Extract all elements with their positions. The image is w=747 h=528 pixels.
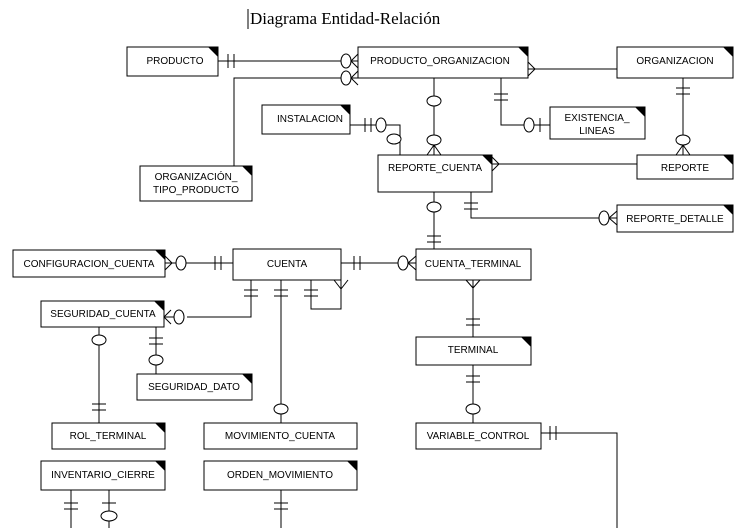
entity-producto[interactable]: PRODUCTO (126, 46, 219, 77)
entity-label: INSTALACION (277, 114, 343, 125)
entity-reporte-cuenta[interactable]: REPORTE_CUENTA (377, 154, 493, 193)
relationship-lines (64, 53, 691, 528)
entity-producto-organizacion[interactable]: PRODUCTO_ORGANIZACION (357, 46, 529, 79)
entity-label: PRODUCTO (146, 56, 203, 67)
entity-movimiento-cuenta[interactable]: MOVIMIENTO_CUENTA (203, 422, 358, 450)
entity-label: TERMINAL (448, 345, 499, 356)
entity-organizacion-tipo-producto[interactable]: ORGANIZACIÓN_ TIPO_PRODUCTO (139, 165, 253, 202)
entity-rol-terminal[interactable]: ROL_TERMINAL (51, 422, 166, 450)
entity-label: SEGURIDAD_CUENTA (50, 309, 156, 320)
entity-label: REPORTE (661, 163, 709, 174)
entity-label: LINEAS (579, 126, 615, 137)
diagram-title: Diagrama Entidad-Relación (250, 9, 441, 28)
entity-reporte[interactable]: REPORTE (636, 154, 734, 180)
entity-terminal[interactable]: TERMINAL (415, 336, 532, 366)
entity-label: ORGANIZACION (636, 56, 713, 67)
entity-label: PRODUCTO_ORGANIZACION (370, 56, 510, 67)
entity-organizacion[interactable]: ORGANIZACION (616, 46, 734, 79)
entity-reporte-detalle[interactable]: REPORTE_DETALLE (616, 204, 734, 233)
entity-label: ORDEN_MOVIMIENTO (227, 470, 333, 481)
entity-label: ROL_TERMINAL (70, 431, 147, 442)
entity-label: REPORTE_DETALLE (626, 214, 724, 225)
entity-seguridad-dato[interactable]: SEGURIDAD_DATO (136, 373, 253, 401)
entity-instalacion[interactable]: INSTALACION (261, 104, 351, 135)
entity-orden-movimiento[interactable]: ORDEN_MOVIMIENTO (203, 460, 358, 491)
entity-label: TIPO_PRODUCTO (153, 185, 239, 196)
entity-label: SEGURIDAD_DATO (148, 382, 240, 393)
entity-label: VARIABLE_CONTROL (427, 431, 530, 442)
entity-inventario-cierre[interactable]: INVENTARIO_CIERRE (40, 460, 166, 491)
entity-label: INVENTARIO_CIERRE (51, 470, 155, 481)
entity-label: CUENTA (267, 259, 308, 270)
entity-label: CUENTA_TERMINAL (425, 259, 522, 270)
entity-existencia-lineas[interactable]: EXISTENCIA_ LINEAS (549, 106, 646, 140)
entity-label: CONFIGURACION_CUENTA (24, 259, 155, 270)
entity-cuenta[interactable]: CUENTA (232, 248, 342, 281)
entity-label: MOVIMIENTO_CUENTA (225, 431, 336, 442)
entity-label: ORGANIZACIÓN_ (155, 170, 238, 183)
entity-configuracion-cuenta[interactable]: CONFIGURACION_CUENTA (12, 249, 166, 278)
entity-variable-control[interactable]: VARIABLE_CONTROL (415, 422, 542, 450)
entity-label: EXISTENCIA_ (564, 113, 629, 124)
entity-cuenta-terminal[interactable]: CUENTA_TERMINAL (415, 248, 532, 281)
entity-label: REPORTE_CUENTA (388, 163, 482, 174)
entity-seguridad-cuenta[interactable]: SEGURIDAD_CUENTA (40, 300, 165, 328)
